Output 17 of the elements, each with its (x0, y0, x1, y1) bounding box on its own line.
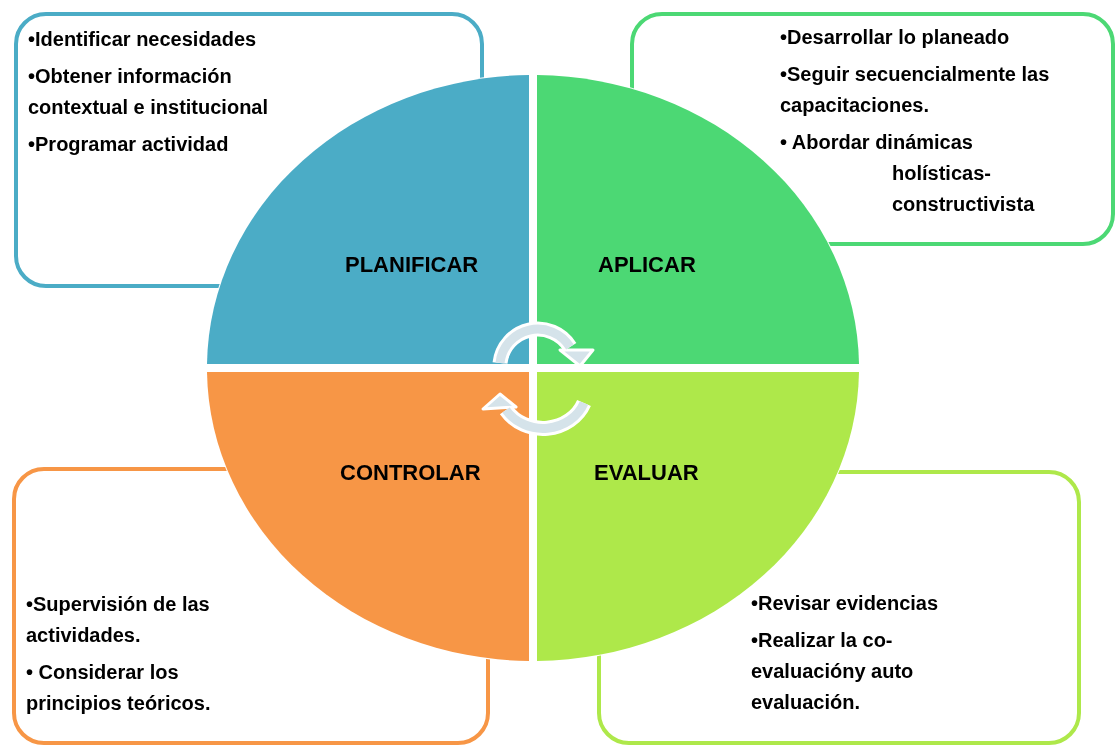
quadrant-label: APLICAR (598, 252, 696, 278)
bullet-text: •Identificar necesidades (28, 27, 258, 52)
bullet-text: •Obtener información contextual e institucional (28, 64, 270, 120)
quadrant-label: CONTROLAR (340, 460, 481, 486)
bullet-text: •Realizar la co-evaluacióny auto evaluación. (751, 628, 915, 715)
bullet-text: •Programar actividad (28, 132, 230, 157)
text-card (12, 467, 490, 745)
bullet-text: • Abordar dinámicas holísticas-constructivista (780, 130, 1036, 217)
bullet-text: •Revisar evidencias (751, 591, 940, 616)
quadrant-label: PLANIFICAR (345, 252, 479, 278)
bullet-text: •Seguir secuencialmente las capacitaciones. (780, 62, 1051, 118)
text-card (630, 12, 1115, 246)
text-card (14, 12, 484, 288)
quadrant-label: EVALUAR (594, 460, 699, 486)
bullet-text: • Considerar los principios teóricos. (26, 660, 212, 716)
bullet-text: •Desarrollar lo planeado (780, 25, 1011, 50)
bullet-text: •Supervisión de las actividades. (26, 592, 211, 648)
